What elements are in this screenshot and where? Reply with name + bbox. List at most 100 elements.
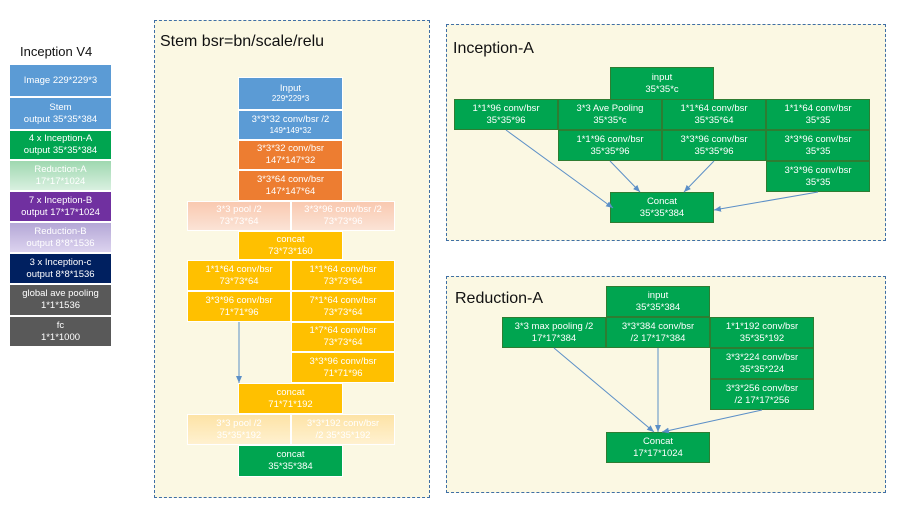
stem-right2-box: 7*1*64 conv/bsr 73*73*64 (291, 291, 395, 322)
box-label: 3*3*96 conv/bsr /2 (304, 204, 382, 216)
box-shape: 35*35*384 (639, 207, 685, 219)
sidebar-item-output: output 35*35*384 (23, 145, 98, 156)
sidebar-item-output: 1*1*1000 (40, 331, 81, 343)
sidebar-item-output: output 8*8*1536 (26, 268, 95, 280)
stem-pool1-box: 3*3 pool /2 73*73*64 (187, 201, 291, 231)
box-label: 3*3*96 conv/bsr (205, 294, 273, 306)
sidebar-item-output: output 17*17*1024 (21, 206, 100, 218)
sidebar-item-label: 4 x Inception-A (28, 133, 93, 145)
box-label: concat (276, 386, 305, 398)
reduction-a-input-box: input 35*35*384 (606, 286, 710, 317)
box-shape: 35*35*384 (268, 461, 313, 472)
inception-a-branch1-box: 1*1*96 conv/bsr 35*35*96 (454, 99, 558, 130)
box-label: 1*1*64 conv/bsr (784, 102, 852, 114)
box-shape: 73*73*64 (323, 275, 363, 287)
box-shape: 73*73*64 (219, 275, 259, 287)
arrow-ia-b3-to-concat (683, 160, 715, 193)
stem-right1-box: 1*1*64 conv/bsr 73*73*64 (291, 260, 395, 291)
reduction-a-branch3-conv3-box: 3*3*256 conv/bsr /2 17*17*256 (710, 379, 814, 410)
box-shape: 35*35 (805, 176, 831, 188)
box-shape: 35*35*192 (216, 429, 262, 441)
box-label: 1*1*64 conv/bsr (205, 263, 273, 275)
reduction-a-maxpool-box: 3*3 max pooling /2 17*17*384 (502, 317, 606, 348)
inception-a-concat-box: Concat 35*35*384 (610, 192, 714, 223)
box-label: 1*1*96 conv/bsr (576, 133, 644, 145)
box-label: input (647, 289, 669, 301)
box-label: 3*3*96 conv/bsr (680, 133, 748, 145)
sidebar-item-inception-a: 4 x Inception-A output 35*35*384 (9, 130, 112, 160)
inception-a-branch2-pool-box: 3*3 Ave Pooling 35*35*c (558, 99, 662, 130)
box-shape: 35*35*96 (590, 145, 630, 157)
box-shape: 35*35*c (645, 83, 679, 95)
inception-a-branch4-conv3-box: 3*3*96 conv/bsr 35*35 (766, 161, 870, 192)
box-label: concat (276, 449, 305, 461)
box-shape: 73*73*160 (268, 245, 313, 257)
inception-a-branch3-conv2-box: 3*3*96 conv/bsr 35*35*96 (662, 130, 766, 161)
sidebar-item-label: Image 229*229*3 (23, 74, 98, 86)
box-shape: 147*147*32 (265, 155, 316, 166)
sidebar-item-label: fc (56, 319, 65, 331)
box-shape: 17*17*384 (531, 332, 577, 344)
arrow-ia-b2-to-concat (609, 160, 641, 193)
sidebar-item-fc: fc 1*1*1000 (9, 316, 112, 347)
sidebar-item-global-ave-pooling: global ave pooling 1*1*1536 (9, 284, 112, 316)
inception-a-branch3-conv1-box: 1*1*64 conv/bsr 35*35*64 (662, 99, 766, 130)
box-label: 1*1*192 conv/bsr (725, 320, 799, 332)
box-shape: 17*17*1024 (633, 447, 683, 459)
stem-concat3-box: concat 35*35*384 (238, 445, 343, 477)
box-shape: /2 35*35*192 (315, 429, 371, 441)
stem-right3-box: 1*7*64 conv/bsr 73*73*64 (291, 322, 395, 352)
box-shape: 35*35*384 (635, 301, 681, 313)
box-label: 7*1*64 conv/bsr (309, 294, 377, 306)
reduction-a-concat-box: Concat 17*17*1024 (606, 432, 710, 463)
inception-a-title: Inception-A (453, 40, 534, 57)
box-shape: 35*35*96 (694, 145, 734, 157)
reduction-a-title: Reduction-A (455, 290, 544, 307)
box-label: Concat (646, 195, 678, 207)
box-label: 3*3*32 conv/bsr (256, 143, 325, 155)
reduction-a-branch3-conv1-box: 1*1*192 conv/bsr 35*35*192 (710, 317, 814, 348)
reduction-a-branch3-conv2-box: 3*3*224 conv/bsr 35*35*224 (710, 348, 814, 379)
box-label: 3*3*384 conv/bsr (621, 320, 695, 332)
box-label: 3*3*96 conv/bsr (784, 133, 852, 145)
box-label: 3*3 pool /2 (216, 204, 262, 216)
inception-a-branch2-conv-box: 1*1*96 conv/bsr 35*35*96 (558, 130, 662, 161)
box-shape: 35*35 (805, 114, 831, 126)
stem-concat1-box: concat 73*73*160 (238, 231, 343, 260)
box-label: 3*3*96 conv/bsr (309, 355, 377, 367)
stem-concat2-box: concat 71*71*192 (238, 383, 343, 414)
box-label: 3*3*192 conv/bsr (306, 417, 380, 429)
arrow-ra-b3-to-concat (661, 409, 763, 434)
box-shape: 35*35 (805, 145, 831, 157)
box-shape: 35*35*192 (739, 332, 785, 344)
sidebar-item-label: Stem (49, 101, 72, 113)
box-label: 1*1*64 conv/bsr (309, 263, 377, 275)
box-shape: /2 17*17*384 (630, 332, 686, 344)
arrow-ra-b1-to-concat (553, 347, 655, 433)
box-shape: 71*71*96 (219, 306, 259, 318)
stem-conv2-box: 3*3*32 conv/bsr 147*147*32 (238, 140, 343, 170)
stem-conv1-box: 3*3*32 conv/bsr /2 149*149*32 (238, 110, 343, 140)
inception-a-branch4-conv1-box: 1*1*64 conv/bsr 35*35 (766, 99, 870, 130)
sidebar-item-stem: Stem output 35*35*384 (9, 97, 112, 130)
sidebar-item-label: global ave pooling (22, 288, 99, 300)
box-label: 3*3 Ave Pooling (576, 102, 644, 114)
sidebar-item-output: output 8*8*1536 (26, 237, 95, 249)
reduction-a-conv-box: 3*3*384 conv/bsr /2 17*17*384 (606, 317, 710, 348)
box-shape: 71*71*192 (268, 398, 313, 410)
sidebar-item-label: Reduction-B (34, 225, 87, 237)
sidebar-item-output: 17*17*1024 (35, 175, 86, 187)
box-label: 1*7*64 conv/bsr (309, 325, 377, 337)
box-label: 3*3 pool /2 (216, 417, 262, 429)
stem-input-box: Input 229*229*3 (238, 77, 343, 110)
stem-conv5-box: 3*3*192 conv/bsr /2 35*35*192 (291, 414, 395, 445)
box-label: 3*3*96 conv/bsr (784, 164, 852, 176)
box-label: 3*3*256 conv/bsr (725, 382, 799, 394)
inception-a-branch4-conv2-box: 3*3*96 conv/bsr 35*35 (766, 130, 870, 161)
box-shape: 147*147*64 (265, 185, 316, 197)
box-label: 1*1*96 conv/bsr (472, 102, 540, 114)
box-shape: 35*35*c (593, 114, 627, 126)
stem-left1-box: 1*1*64 conv/bsr 73*73*64 (187, 260, 291, 291)
stem-conv4-box: 3*3*96 conv/bsr /2 73*73*96 (291, 201, 395, 231)
box-label: Concat (642, 435, 674, 447)
